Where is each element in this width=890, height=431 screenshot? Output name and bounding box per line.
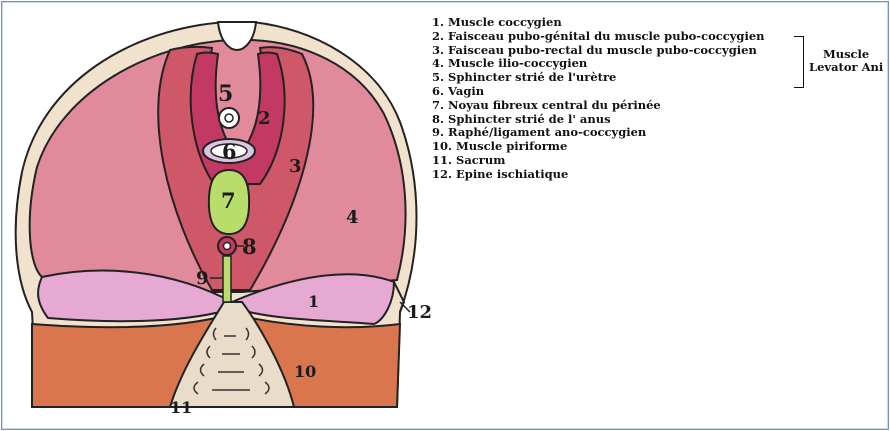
levator-ani-label: Muscle Levator Ani <box>809 48 883 74</box>
callout-11: 11 <box>170 398 192 417</box>
legend: 1. Muscle coccygien 2. Faisceau pubo-gén… <box>432 16 765 182</box>
anal-sphincter <box>218 237 236 255</box>
callout-4: 4 <box>346 207 359 228</box>
callout-9: 9 <box>196 268 209 289</box>
legend-item: 6. Vagin <box>432 85 765 99</box>
legend-item: 11. Sacrum <box>432 154 765 168</box>
callout-2: 2 <box>258 108 271 129</box>
urethral-sphincter <box>219 108 239 128</box>
legend-item: 2. Faisceau pubo-génital du muscle pubo-… <box>432 30 765 44</box>
legend-item: 7. Noyau fibreux central du périnée <box>432 99 765 113</box>
callout-12: 12 <box>407 302 432 323</box>
callout-7: 7 <box>221 188 236 213</box>
legend-item: 10. Muscle piriforme <box>432 140 765 154</box>
callout-8: 8 <box>242 234 257 259</box>
legend-item: 12. Epine ischiatique <box>432 168 765 182</box>
legend-item: 1. Muscle coccygien <box>432 16 765 30</box>
anococcygeal-raphe <box>223 256 231 302</box>
legend-item: 8. Sphincter strié de l' anus <box>432 113 765 127</box>
callout-6: 6 <box>222 139 237 164</box>
legend-item: 5. Sphincter strié de l'urètre <box>432 71 765 85</box>
callout-3: 3 <box>289 156 302 177</box>
levator-ani-bracket <box>794 36 804 88</box>
callout-5: 5 <box>218 81 233 107</box>
legend-item: 9. Raphé/ligament ano-coccygien <box>432 126 765 140</box>
legend-item: 4. Muscle ilio-coccygien <box>432 57 765 71</box>
callout-1: 1 <box>308 292 319 311</box>
legend-item: 3. Faisceau pubo-rectal du muscle pubo-c… <box>432 44 765 58</box>
callout-10: 10 <box>294 362 316 381</box>
group-label-line-2: Levator Ani <box>809 61 883 74</box>
